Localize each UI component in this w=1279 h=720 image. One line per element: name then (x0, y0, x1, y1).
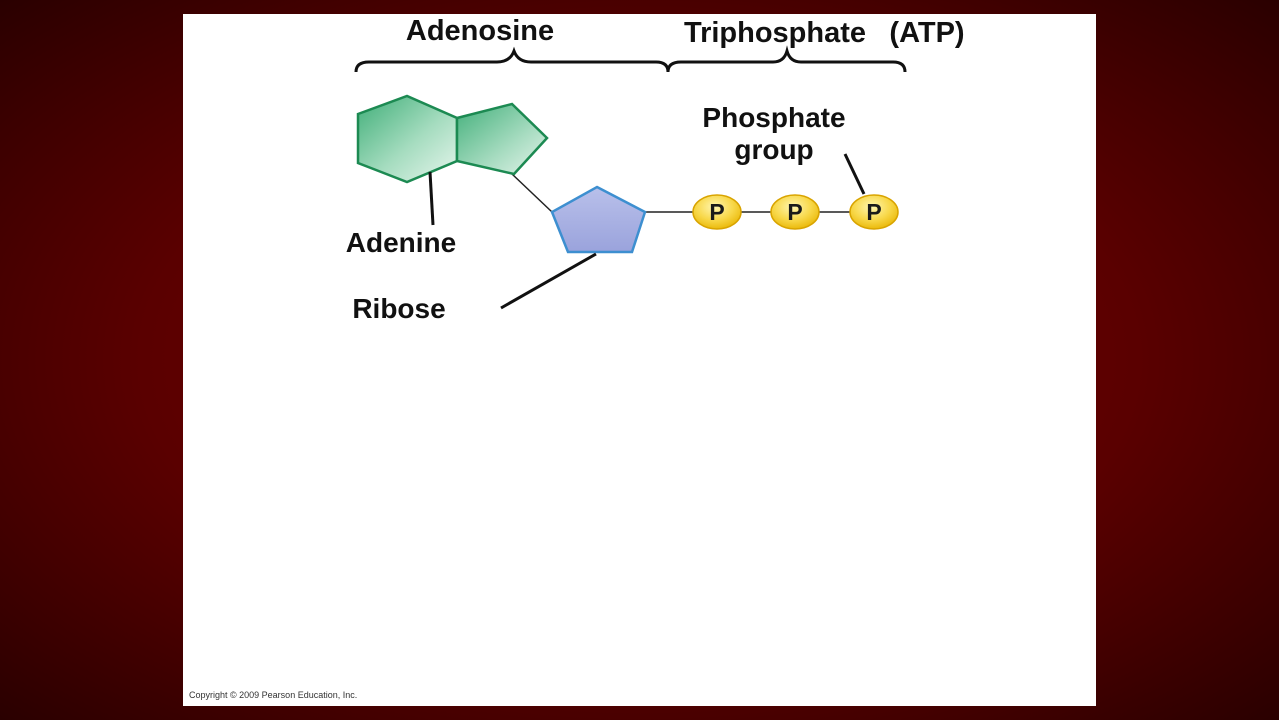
phosphate-1: P (692, 194, 742, 230)
phosphate-1-label: P (709, 199, 724, 225)
adenine-label: Adenine (346, 227, 456, 258)
phosphate-group-pointer (843, 153, 866, 195)
adenosine-brace (354, 46, 670, 73)
adenosine-label: Adenosine (406, 15, 554, 47)
atp-diagram: Adenosine Triphosphate (ATP) P P P Phosp… (345, 15, 964, 325)
triphosphate-label: Triphosphate (684, 17, 866, 49)
atp-label: (ATP) (889, 17, 964, 49)
slide-canvas: Adenosine Triphosphate (ATP) P P P Phosp… (183, 14, 1096, 706)
ribose-label: Ribose (352, 293, 445, 324)
ribose-pentagon (550, 185, 647, 254)
triphosphate-brace (666, 45, 907, 73)
adenine-pointer (428, 171, 435, 226)
adenine-hexagon (356, 94, 459, 184)
phosphate-group-label-line2: group (734, 134, 813, 165)
ribose-pointer (500, 252, 597, 310)
phosphate-2-label: P (787, 199, 802, 225)
adenine-pentagon (455, 102, 549, 176)
phosphate-group-label-line1: Phosphate (702, 102, 845, 133)
adenine-ribose-bond (511, 173, 553, 213)
phosphate-3-label: P (866, 199, 881, 225)
phosphate-2: P (770, 194, 820, 230)
copyright-notice: Copyright © 2009 Pearson Education, Inc. (189, 690, 358, 700)
phosphate-3: P (849, 194, 899, 230)
